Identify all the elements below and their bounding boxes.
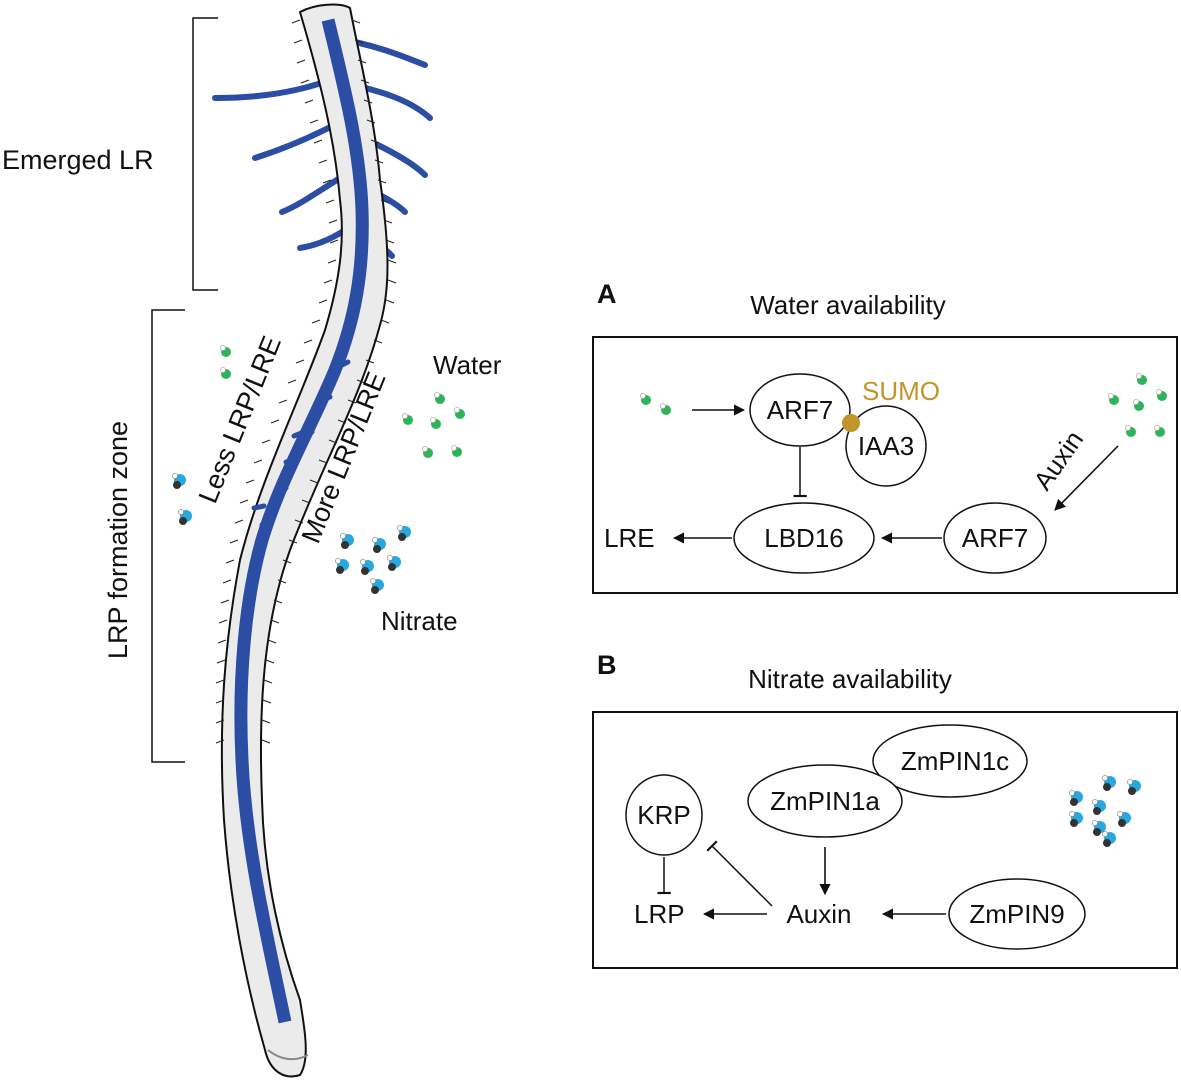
nitrate-molecules-left <box>172 473 193 526</box>
panel-a-water-cluster <box>1108 373 1168 438</box>
auxin-inhibits-krp <box>706 840 773 907</box>
node-krp-label: KRP <box>637 800 690 830</box>
vascular-stele <box>234 18 369 1024</box>
water-molecules-right <box>402 392 466 459</box>
node-zmpin1a <box>747 764 903 838</box>
root-illustration <box>212 3 433 1078</box>
root-hairs <box>215 19 397 744</box>
node-lre-label: LRE <box>604 523 655 553</box>
node-iaa3-label: IAA3 <box>858 431 914 461</box>
bracket-formation <box>151 309 185 763</box>
nitrate-label: Nitrate <box>381 606 458 636</box>
node-zmpin1a-label: ZmPIN1a <box>770 786 880 816</box>
panel-a-title: Water availability <box>750 290 946 320</box>
node-lbd16-label: LBD16 <box>764 523 844 553</box>
lateral-root-primordia <box>251 359 351 528</box>
panel-a-box <box>592 336 1178 594</box>
node-arf7-bottom <box>943 502 1047 574</box>
lrp-formation-zone-label: LRP formation zone <box>103 421 133 659</box>
node-arf7-bottom-label: ARF7 <box>962 523 1028 553</box>
root-body <box>220 3 389 1078</box>
bracket-emerged <box>192 17 218 291</box>
panel-b-title: Nitrate availability <box>748 664 952 694</box>
node-zmpin1c-label: ZmPIN1c <box>901 746 1009 776</box>
auxin-arrow <box>1054 445 1119 511</box>
panel-b-box <box>592 711 1178 969</box>
panel-b-letter: B <box>597 650 617 680</box>
node-zmpin9-label: ZmPIN9 <box>969 899 1064 929</box>
nitrate-molecules-right <box>335 525 412 595</box>
node-auxin-b-label: Auxin <box>786 899 851 929</box>
node-zmpin9 <box>948 878 1086 950</box>
node-arf7-top <box>749 373 851 447</box>
water-molecules-left <box>220 345 232 380</box>
node-lbd16 <box>733 502 875 574</box>
panel-a-water-molecules <box>640 393 672 416</box>
panel-b-nitrate-cluster <box>1069 775 1142 848</box>
sumo-dot <box>842 414 860 432</box>
node-arf7-top-label: ARF7 <box>767 395 833 425</box>
panel-a-letter: A <box>597 279 617 309</box>
node-krp <box>625 774 703 856</box>
sumo-label: SUMO <box>862 376 940 406</box>
node-iaa3 <box>845 405 927 487</box>
node-lrp-label: LRP <box>634 899 685 929</box>
emerged-lr-label: Emerged LR <box>2 145 154 175</box>
water-label: Water <box>433 350 502 380</box>
node-zmpin1c <box>872 724 1028 798</box>
